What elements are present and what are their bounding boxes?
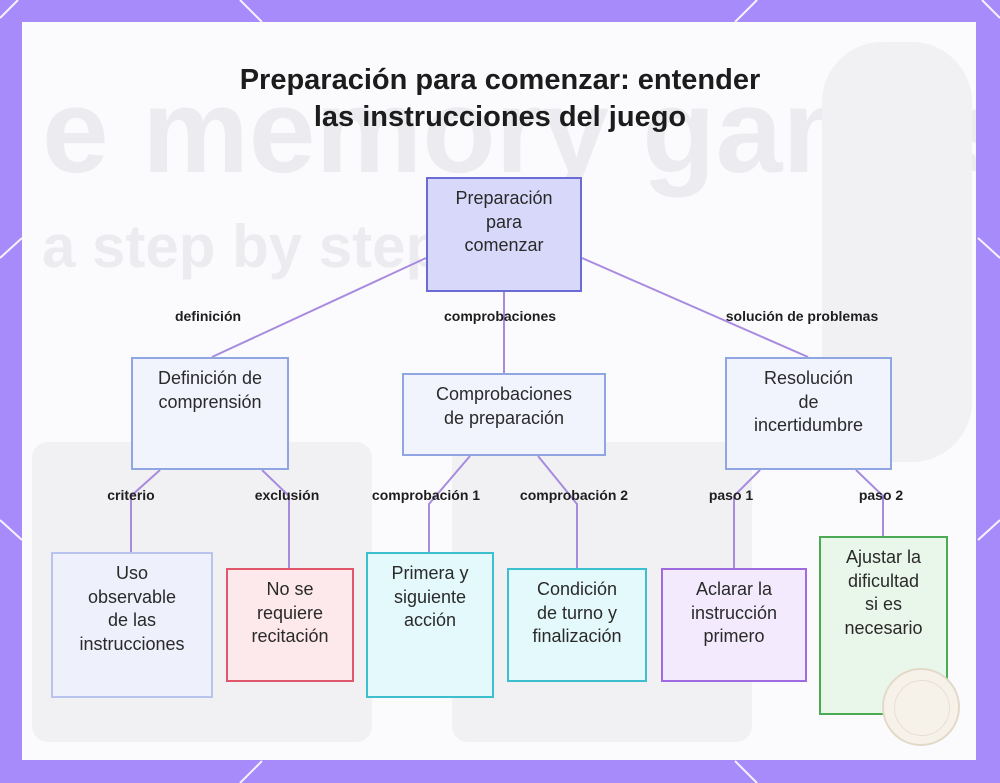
node-root-line: para: [485, 211, 523, 232]
node-primera-line: siguiente: [393, 586, 467, 607]
seal-icon: [882, 668, 960, 746]
node-condicion-line: Condición: [536, 579, 618, 599]
title-line-1: Preparación para comenzar: entender: [239, 64, 761, 96]
node-primera-line: Primera y: [391, 563, 469, 583]
node-no-recitacion: No se requiere recitación: [226, 568, 354, 682]
node-resolucion-line: incertidumbre: [753, 415, 864, 435]
edge-comprobaciones-primera: [428, 455, 471, 552]
node-ajustar-line: dificultad: [847, 570, 920, 591]
node-definicion: Definición de comprensión: [131, 357, 289, 470]
edge-label-paso2: paso 2: [858, 487, 904, 503]
edge-label-solucion: solución de problemas: [725, 308, 879, 324]
node-definicion-line: Definición de: [157, 368, 263, 388]
edge-label-paso1: paso 1: [708, 487, 754, 503]
edge-label-comprobacion1: comprobación 1: [371, 487, 481, 503]
edge-label-exclusion: exclusión: [254, 487, 320, 503]
node-comprobaciones: Comprobaciones de preparación: [402, 373, 606, 456]
node-uso-line: observable: [87, 586, 177, 607]
background-watermark: e memory games: [42, 64, 976, 198]
edge-resolucion-aclarar: [733, 469, 761, 568]
node-no-recitacion-line: requiere: [256, 602, 324, 623]
node-ajustar-line: Ajustar la: [845, 547, 922, 567]
node-root-line: comenzar: [464, 235, 544, 255]
edge-label-definicion: definición: [174, 308, 242, 324]
edge-resolucion-ajustar: [855, 469, 884, 536]
node-condicion-line: de turno y: [536, 602, 618, 623]
node-root-line: Preparación: [455, 188, 553, 208]
node-uso-line: instrucciones: [79, 633, 185, 654]
node-definicion-line: comprensión: [158, 391, 262, 412]
edge-label-criterio: criterio: [107, 487, 155, 503]
diagram-title: Preparación para comenzar: entender las …: [0, 62, 1000, 136]
node-aclarar-line: instrucción: [690, 602, 778, 623]
node-ajustar-line: necesario: [844, 617, 923, 638]
node-uso-observable: Uso observable de las instrucciones: [51, 552, 213, 698]
title-line-2: las instrucciones del juego: [313, 101, 687, 133]
node-condicion-turno: Condición de turno y finalización: [507, 568, 647, 682]
edge-label-comprobacion2: comprobación 2: [519, 487, 629, 503]
edge-root-definicion: [211, 257, 427, 358]
node-no-recitacion-line: recitación: [251, 626, 329, 646]
node-comprobaciones-line: de preparación: [443, 407, 565, 428]
node-aclarar-line: Aclarar la: [695, 579, 772, 599]
node-primera-line: acción: [403, 610, 456, 630]
node-condicion-line: finalización: [532, 626, 622, 646]
node-comprobaciones-line: Comprobaciones: [435, 384, 573, 404]
edge-comprobaciones-condicion: [537, 455, 578, 568]
node-resolucion-line: Resolución: [763, 368, 854, 388]
node-primera-accion: Primera y siguiente acción: [366, 552, 494, 698]
node-resolucion-line: de: [798, 391, 819, 412]
node-root: Preparación para comenzar: [426, 177, 582, 292]
node-uso-line: de las: [107, 610, 157, 630]
edge-definicion-uso: [130, 469, 161, 552]
node-no-recitacion-line: No se: [266, 579, 314, 599]
node-uso-line: Uso: [115, 563, 148, 583]
edge-definicion-norecitacion: [261, 469, 290, 568]
node-aclarar-line: primero: [703, 626, 765, 646]
edge-label-comprobaciones: comprobaciones: [443, 308, 557, 324]
node-resolucion: Resolución de incertidumbre: [725, 357, 892, 470]
edge-root-resolucion: [581, 257, 809, 358]
seal-inner-ring: [894, 680, 950, 736]
node-ajustar-line: si es: [864, 594, 902, 614]
node-aclarar-instruccion: Aclarar la instrucción primero: [661, 568, 807, 682]
